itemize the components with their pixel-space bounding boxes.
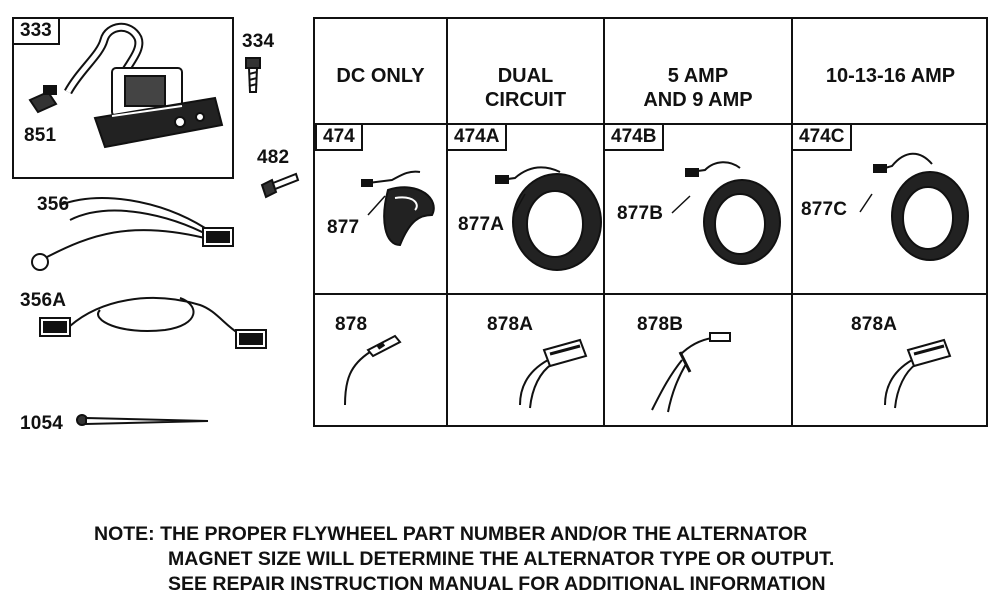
ignition-coil-frame <box>12 17 234 179</box>
part-label-334: 334 <box>242 31 275 52</box>
part-label-878: 878 <box>335 314 368 335</box>
part-label-356: 356 <box>37 194 70 215</box>
part-label-877c: 877C <box>801 199 848 220</box>
part-tag-474: 474 <box>315 123 363 151</box>
part-label-877: 877 <box>327 217 360 238</box>
ground-wire-356-drawing <box>31 197 234 271</box>
part-label-851: 851 <box>24 125 57 146</box>
part-tag-474b: 474B <box>603 123 665 151</box>
harness-878b-drawing <box>651 332 731 413</box>
part-label-877b: 877B <box>617 203 664 224</box>
harness-878a-1-drawing <box>519 338 588 409</box>
column-header-5-and-9-amp: 5 AMP AND 9 AMP <box>643 65 753 111</box>
alternator-table: DC ONLY DUAL CIRCUIT 5 AMP AND 9 AMP 10-… <box>313 17 988 427</box>
part-tag-474a: 474A <box>446 123 508 151</box>
part-tag-333: 333 <box>12 17 60 45</box>
note-line-1: NOTE: THE PROPER FLYWHEEL PART NUMBER AN… <box>94 523 808 545</box>
column-header-10-13-16-amp: 10-13-16 AMP <box>825 65 956 87</box>
part-tag-474c: 474C <box>791 123 853 151</box>
spark-plug-boot-drawing <box>28 85 58 114</box>
harness-878a-2-drawing <box>884 338 952 409</box>
part-label-356a: 356A <box>20 290 67 311</box>
note-line-2: MAGNET SIZE WILL DETERMINE THE ALTERNATO… <box>168 548 835 570</box>
note-line-3: SEE REPAIR INSTRUCTION MANUAL FOR ADDITI… <box>168 573 826 595</box>
part-label-878a-high: 878A <box>851 314 898 335</box>
stator-877-drawing <box>361 170 435 247</box>
cable-tie-1054-drawing <box>76 414 209 426</box>
part-label-1054: 1054 <box>20 413 64 434</box>
bolt-334-drawing <box>245 57 261 93</box>
stator-877c-drawing <box>873 152 969 261</box>
ignition-coil-drawing <box>64 22 224 149</box>
part-label-878a-dual: 878A <box>487 314 534 335</box>
part-label-878b: 878B <box>637 314 684 335</box>
bolt-482-drawing <box>260 172 300 199</box>
stator-877b-drawing <box>685 161 781 265</box>
column-header-dc-only: DC ONLY <box>336 65 425 87</box>
stator-877a-drawing <box>495 166 602 271</box>
part-label-482: 482 <box>257 147 290 168</box>
part-label-877a: 877A <box>458 214 505 235</box>
harness-356a-drawing <box>39 297 267 349</box>
harness-878-drawing <box>344 334 402 406</box>
leader-lines <box>367 193 873 216</box>
column-header-dual-circuit: DUAL CIRCUIT <box>484 65 567 111</box>
